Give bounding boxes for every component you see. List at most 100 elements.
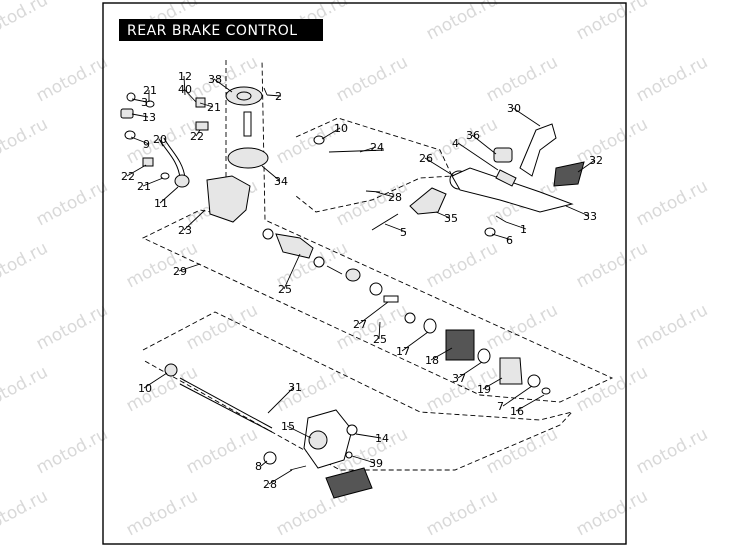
reservoir-body-34 <box>227 147 269 169</box>
leader-line-c22a <box>195 129 201 137</box>
assembly-boundaries <box>141 59 614 471</box>
bushing-15 <box>308 430 328 450</box>
diagram-title: REAR BRAKE CONTROL <box>127 23 298 39</box>
callout-c39: 39 <box>369 457 383 470</box>
callout-c29: 29 <box>173 265 187 278</box>
callout-c21b: 21 <box>207 101 221 114</box>
callout-c5: 5 <box>400 226 407 239</box>
callout-c24: 24 <box>370 141 384 154</box>
leader-line-c35 <box>435 211 451 219</box>
watermark-text: motod.ru <box>0 0 51 44</box>
pedal-linkage <box>313 123 585 237</box>
leader-line-c14 <box>355 433 382 439</box>
leader-line-c28a <box>375 191 395 198</box>
washer-25 <box>404 312 416 324</box>
shaft-31 <box>179 377 273 429</box>
leader-line-c5 <box>384 223 407 233</box>
watermark-text: motod.ru <box>573 486 651 540</box>
leader-line-c40 <box>183 88 197 103</box>
callout-c37: 37 <box>452 372 466 385</box>
leader-line-c24 <box>359 146 377 153</box>
o-ring-mid <box>313 256 325 268</box>
watermark-text: motod.ru <box>423 114 501 168</box>
clevis-35 <box>409 187 447 215</box>
watermark-text: motod.ru <box>483 300 561 354</box>
clip-14 <box>346 424 358 436</box>
leader-line-c39 <box>351 455 376 464</box>
watermark-text: motod.ru <box>33 424 111 478</box>
clip-16 <box>541 387 551 395</box>
callout-c14: 14 <box>375 432 389 445</box>
callout-c32: 32 <box>589 154 603 167</box>
leader-line-c12 <box>183 75 186 96</box>
fitting-11 <box>174 174 190 188</box>
leader-line-c27 <box>358 301 389 325</box>
watermark-text: motod.ru <box>183 300 261 354</box>
spring-18 <box>445 329 475 361</box>
callout-c22a: 22 <box>190 130 204 143</box>
callout-c17: 17 <box>396 345 410 358</box>
pin-28-top <box>365 190 381 193</box>
watermark-text: motod.ru <box>573 0 651 44</box>
leader-line-c15 <box>286 425 312 439</box>
pin-28-bottom <box>289 465 307 471</box>
leader-line-c38 <box>213 78 233 93</box>
leader-line-c18 <box>430 347 453 361</box>
leader-line-c29 <box>178 263 201 272</box>
leader-line-c6 <box>491 233 513 241</box>
watermark-text: motod.ru <box>0 486 51 540</box>
master-cylinder-internals <box>262 228 399 303</box>
washer-37 <box>477 348 491 364</box>
lower-cylinder-components <box>404 312 551 395</box>
callout-c26: 26 <box>419 152 433 165</box>
watermark-text: motod.ru <box>183 424 261 478</box>
brake-line-20-inner <box>163 137 186 179</box>
piston-25 <box>275 233 314 259</box>
pedal-pad-32 <box>553 161 585 187</box>
bolt-5 <box>371 213 399 231</box>
callout-c38: 38 <box>208 73 222 86</box>
o-ring-top <box>262 228 274 240</box>
lower-pedal-assembly <box>164 363 373 499</box>
pedal-group-boundary <box>295 117 453 213</box>
callout-c2: 2 <box>275 90 282 103</box>
watermark-text: motod.ru <box>573 362 651 416</box>
watermark-text: motod.ru <box>273 362 351 416</box>
bushing-10-top <box>313 135 325 145</box>
master-cylinder-23 <box>206 175 251 223</box>
leader-line-c22b <box>126 164 147 177</box>
washer-21-left <box>145 100 155 108</box>
leader-line-c26 <box>424 157 455 177</box>
watermark-text: motod.ru <box>633 52 711 106</box>
bushing-10-bottom <box>164 363 178 377</box>
fitting-22-left <box>142 157 154 167</box>
leader-line-c25b <box>378 321 381 340</box>
watermark-text: motod.ru <box>123 238 201 292</box>
leader-line-c10a <box>321 127 341 140</box>
leader-line-c7 <box>502 385 533 407</box>
watermark-text: motod.ru <box>573 114 651 168</box>
callout-c23: 23 <box>178 224 192 237</box>
callout-c12: 12 <box>178 70 192 83</box>
leader-line-c20 <box>158 138 164 147</box>
callout-c33: 33 <box>583 210 597 223</box>
callout-c28a: 28 <box>388 191 402 204</box>
leader-line-c37 <box>457 361 483 379</box>
callout-c40: 40 <box>178 83 192 96</box>
leader-line-c21b <box>199 102 214 108</box>
master-cylinder-reservoir <box>206 86 269 223</box>
leader-line-c1 <box>505 221 527 230</box>
callout-c9: 9 <box>143 138 150 151</box>
watermark-text: motod.ru <box>423 0 501 44</box>
reservoir-cap-38 <box>225 86 263 106</box>
pin-4 <box>495 169 517 187</box>
leader-line-c21c <box>142 177 164 187</box>
boot-19 <box>499 357 523 385</box>
washer-21-mid <box>160 172 170 180</box>
pushrod-27 <box>383 295 399 303</box>
callout-c35: 35 <box>444 212 458 225</box>
bushing-36 <box>493 147 513 163</box>
callout-c4: 4 <box>452 137 459 150</box>
spring-small <box>326 265 343 275</box>
callout-c3: 3 <box>141 96 148 109</box>
